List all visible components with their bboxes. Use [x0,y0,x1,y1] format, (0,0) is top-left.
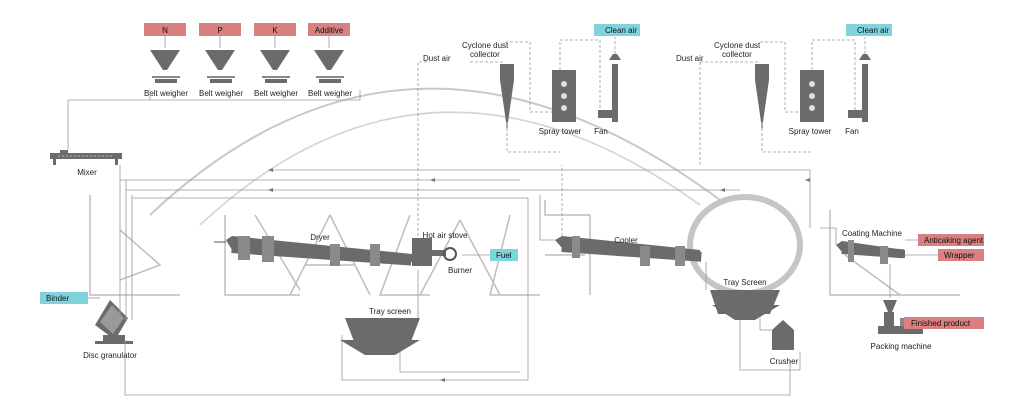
disc-granulator-label: Disc granulator [83,351,137,360]
disc-granulator: Disc granulator [83,300,137,360]
hopper-n [150,36,180,83]
flow-arrows [268,168,810,382]
fuel-tag-bg [490,249,518,261]
belt-weigher-label-2: Belt weigher [199,89,243,98]
finished-product-tag-bg [904,317,984,329]
hot-air-stove: Hot air stove Burner [412,231,472,275]
cyclone-label-2-line2: collector [722,50,752,59]
tag-p: P [217,26,222,35]
cooler-label: Cooler [614,236,638,245]
spray-tower-label-2: Spray tower [789,127,832,136]
burner-label: Burner [448,266,472,275]
tag-additive: Additive [315,26,344,35]
clean-air-tag-1: Clean air [605,26,637,35]
wrapper-tag-bg [938,249,984,261]
coating-machine-label: Coating Machine [842,229,903,238]
crusher: Crusher [739,318,801,371]
dust-air-label-2: Dust air [676,54,704,63]
anticaking-agent-tag: Anticaking agent [924,236,984,245]
mixer-label: Mixer [77,168,97,177]
spray-tower-label-1: Spray tower [539,127,582,136]
hopper-k [260,36,290,83]
coating-machine: Coating Machine [820,227,905,264]
packing-machine-label: Packing machine [871,342,932,351]
clean-air-tag-2: Clean air [857,26,889,35]
cyclone-label-1-line2: collector [470,50,500,59]
recycle-lines [119,165,811,396]
belt-weigher-label-3: Belt weigher [254,89,298,98]
tray-screen-1: Tray screen [340,270,420,355]
input-tags: N P K Additive [144,23,350,36]
tray-screen-2-label: Tray Screen [723,278,766,287]
watermark [89,87,960,296]
tag-k: K [272,26,278,35]
belt-weigher-label-1: Belt weigher [144,89,188,98]
dust-system-2: Dust air Cyclone dust collector Spray to… [676,24,892,165]
tray-screen-2: Tray Screen [705,262,780,320]
crusher-label: Crusher [770,357,799,366]
belt-weigher-label-4: Belt weigher [308,89,352,98]
hopper-additive [314,36,344,83]
binder-tag-bg [40,292,88,304]
dust-air-label-1: Dust air [423,54,451,63]
binder-tag: Binder [46,294,69,303]
packing-machine: Packing machine [871,264,932,351]
anticaking-tag-bg [918,234,984,246]
batching-hoppers: Belt weigher Belt weigher Belt weigher B… [67,36,361,150]
fan-label-2: Fan [845,127,859,136]
wrapper-tag: Wrapper [944,251,975,260]
cooler: Cooler [539,165,702,266]
dust-system-1: Dust air Cyclone dust collector Spray to… [417,24,640,236]
tray-screen-1-label: Tray screen [369,307,411,316]
tag-n: N [162,26,168,35]
finished-product-tag: Finished product [911,319,971,328]
fuel-tag: Fuel [496,251,512,260]
hot-air-stove-label: Hot air stove [423,231,468,240]
dryer: Dryer [214,233,412,266]
fan-label-1: Fan [594,127,608,136]
hopper-p [205,36,235,83]
cyclone-label-2-line1: Cyclone dust [714,41,761,50]
dryer-label: Dryer [310,233,330,242]
cyclone-label-1-line1: Cyclone dust [462,41,509,50]
mixer: Mixer [50,150,122,177]
